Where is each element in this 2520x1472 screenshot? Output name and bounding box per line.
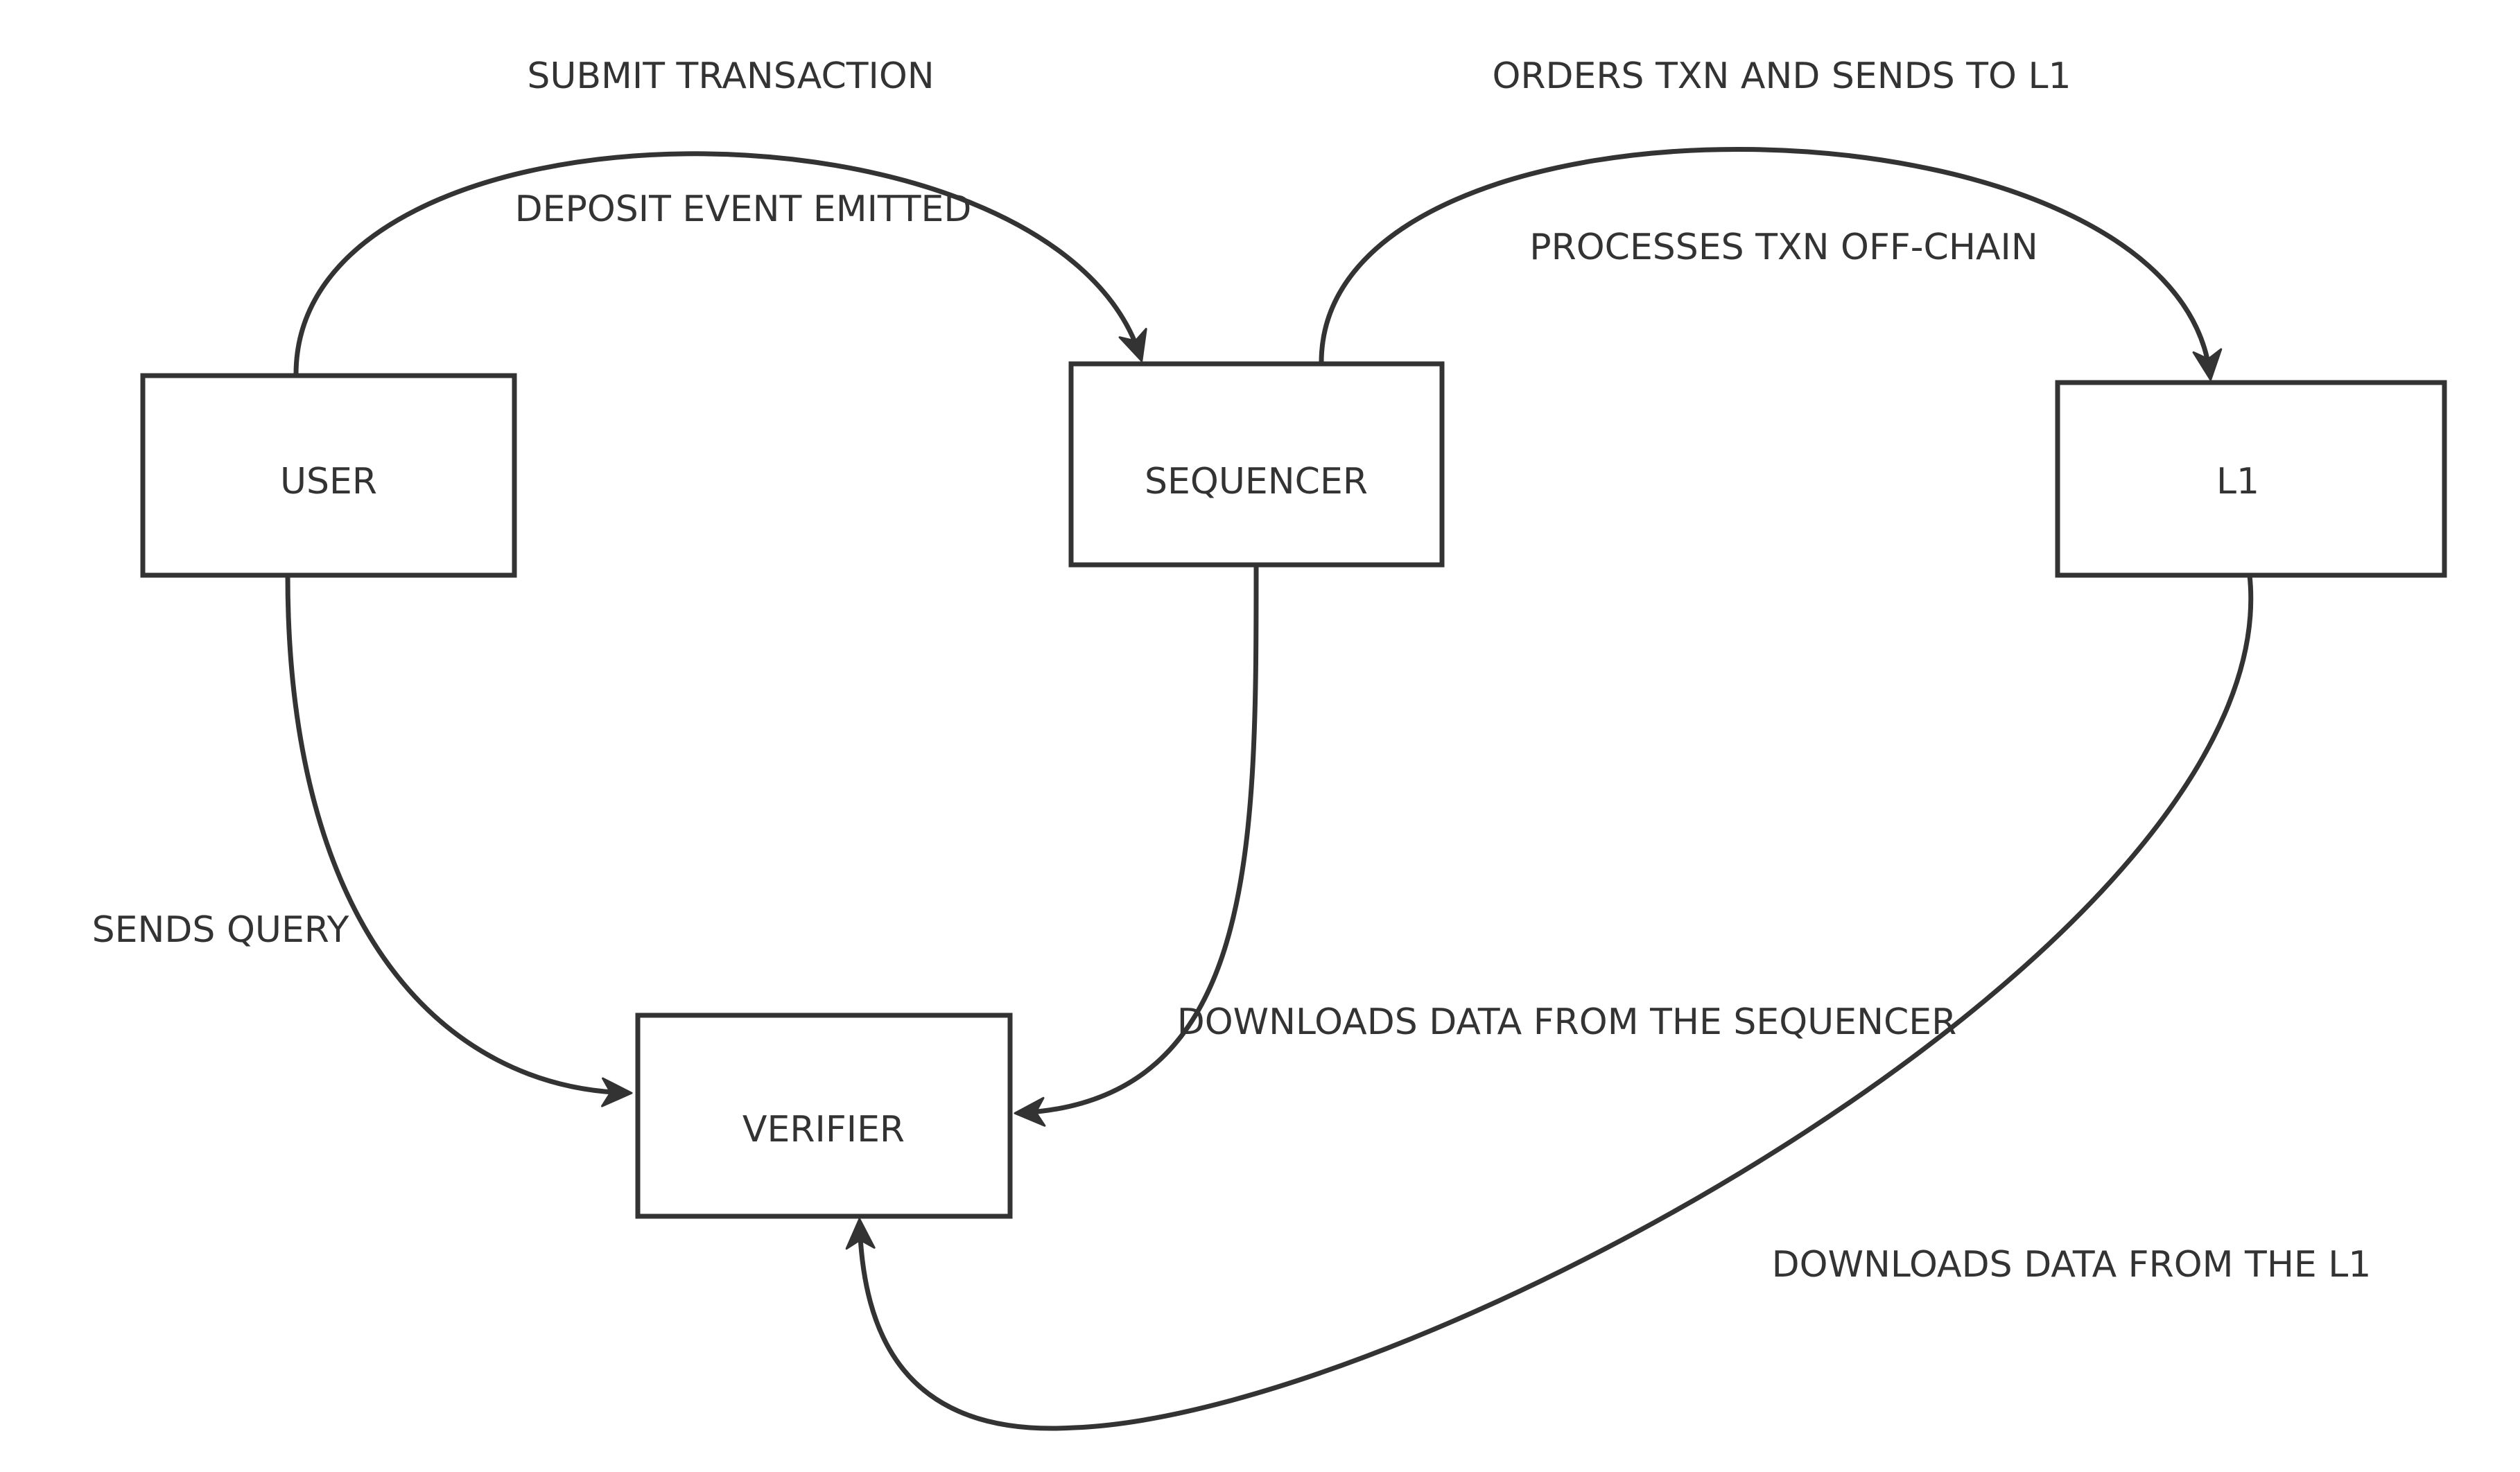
- edge-user-to-sequencer: [293, 151, 1147, 377]
- node-user: USER: [140, 373, 517, 578]
- arrow-sequencer-to-l1: [1319, 147, 2223, 381]
- edge-l1-to-verifier: [845, 572, 2254, 1431]
- node-user-box: [140, 373, 517, 578]
- label-processes-txn: PROCESSES TXN OFF-CHAIN: [1529, 227, 2038, 268]
- node-l1-box: [2055, 380, 2447, 578]
- edge-user-to-verifier: [285, 572, 633, 1107]
- node-l1: L1: [2055, 380, 2447, 578]
- node-verifier-box: [635, 1013, 1013, 1219]
- label-orders-txn: ORDERS TXN AND SENDS TO L1: [1492, 55, 2071, 97]
- node-sequencer-label: SEQUENCER: [1145, 461, 1368, 502]
- label-downloads-from-l1: DOWNLOADS DATA FROM THE L1: [1772, 1244, 2372, 1286]
- edge-sequencer-to-l1: [1319, 147, 2223, 381]
- node-sequencer: SEQUENCER: [1068, 361, 1445, 568]
- label-deposit-event-emitted: DEPOSIT EVENT EMITTED: [515, 189, 972, 230]
- arrow-user-to-sequencer: [293, 151, 1147, 377]
- node-verifier-label: VERIFIER: [742, 1109, 905, 1150]
- arrow-user-to-verifier: [285, 572, 633, 1107]
- arrow-sequencer-to-verifier: [1014, 562, 1259, 1127]
- edge-sequencer-to-verifier: [1014, 562, 1259, 1127]
- node-verifier: VERIFIER: [635, 1013, 1013, 1219]
- node-sequencer-box: [1068, 361, 1445, 568]
- label-downloads-from-sequencer: DOWNLOADS DATA FROM THE SEQUENCER: [1177, 1001, 1957, 1043]
- label-submit-transaction: SUBMIT TRANSACTION: [527, 55, 934, 97]
- node-user-label: USER: [280, 461, 377, 502]
- label-sends-query: SENDS QUERY: [92, 909, 349, 951]
- arrow-l1-to-verifier: [845, 572, 2254, 1431]
- node-l1-label: L1: [2216, 461, 2259, 502]
